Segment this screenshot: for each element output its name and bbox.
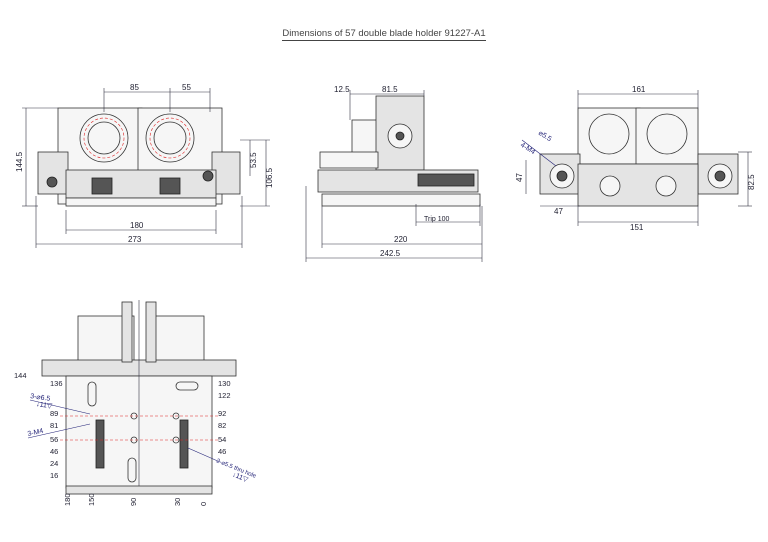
right-note-hole: ⌀5.5 bbox=[537, 130, 553, 143]
side-spindle-core bbox=[395, 131, 405, 141]
side-bracket bbox=[319, 151, 379, 169]
side-dim-top-b: 81.5 bbox=[382, 85, 398, 94]
bottom-right-value-3: 92 bbox=[218, 409, 226, 418]
front-left-knob bbox=[46, 176, 58, 188]
bottom-right-value-1: 130 bbox=[218, 379, 231, 388]
right-base-hole-left bbox=[599, 175, 621, 197]
right-right-spindle bbox=[646, 113, 688, 155]
bottom-right-value-2: 122 bbox=[218, 391, 231, 400]
front-dim-height: 144.5 bbox=[15, 151, 24, 172]
front-left-pcd bbox=[83, 117, 125, 159]
bottom-note-depth-a: ↓11▽ bbox=[36, 401, 54, 410]
title-text: Dimensions of 57 double blade holder 912… bbox=[282, 28, 486, 41]
front-left-bracket bbox=[37, 151, 69, 195]
right-dim-bottom: 151 bbox=[630, 223, 644, 232]
side-dim-mid: 220 bbox=[394, 235, 408, 244]
bottom-base-value-1: 180 bbox=[63, 493, 72, 506]
right-left-flange-core bbox=[556, 170, 568, 182]
front-left-block bbox=[91, 177, 113, 195]
front-dim-bottom-outer: 273 bbox=[128, 235, 142, 244]
front-dim-bottom-inner: 180 bbox=[130, 221, 144, 230]
bottom-left-value-6: 46 bbox=[50, 447, 58, 456]
bottom-slot-center bbox=[127, 457, 137, 483]
bottom-left-value-5: 56 bbox=[50, 435, 58, 444]
right-base bbox=[577, 163, 699, 207]
bottom-slot-left bbox=[87, 381, 97, 407]
bottom-view: 144 136 89 81 56 46 24 16 130 122 92 82 … bbox=[14, 300, 257, 506]
front-right-spindle-inner bbox=[153, 121, 187, 155]
front-dim-right-b: 106.5 bbox=[265, 167, 274, 188]
front-left-spindle-inner bbox=[87, 121, 121, 155]
right-dim-left-h: 47 bbox=[515, 173, 524, 182]
right-base-hole-right bbox=[655, 175, 677, 197]
front-view: 85 55 144.5 53.5 106.5 180 273 bbox=[15, 83, 274, 248]
front-dim-top-right: 55 bbox=[182, 83, 191, 92]
bottom-base-value-2: 150 bbox=[87, 493, 96, 506]
bottom-left-value-2: 136 bbox=[50, 379, 63, 388]
bottom-spring-right bbox=[179, 419, 189, 469]
bottom-left-value-3: 89 bbox=[50, 409, 58, 418]
bottom-note-thread: 3-M4 bbox=[27, 428, 44, 438]
right-dim-bottom-small: 47 bbox=[554, 207, 563, 216]
bottom-right-blade bbox=[145, 301, 157, 363]
right-note-thread: 4-M4 bbox=[519, 142, 536, 156]
side-dim-trip: Trip 100 bbox=[424, 216, 450, 223]
front-rail bbox=[65, 197, 217, 207]
right-view: 161 4-M4 ⌀5.5 47 82.5 47 151 bbox=[515, 85, 756, 232]
bottom-left-value-4: 81 bbox=[50, 421, 58, 430]
bottom-left-value-1: 144 bbox=[14, 371, 27, 380]
bottom-right-value-4: 82 bbox=[218, 421, 226, 430]
bottom-base-value-4: 30 bbox=[173, 498, 182, 506]
right-dim-top: 161 bbox=[632, 85, 646, 94]
side-dim-top-a: 12.5 bbox=[334, 85, 350, 94]
side-dim-total: 242.5 bbox=[380, 249, 401, 258]
right-right-flange-core bbox=[714, 170, 726, 182]
front-right-block bbox=[159, 177, 181, 195]
bottom-left-blade bbox=[121, 301, 133, 363]
bottom-note-hole-a: 3-⌀6.5 bbox=[30, 393, 51, 403]
right-left-spindle bbox=[588, 113, 630, 155]
front-right-bracket bbox=[211, 151, 241, 195]
front-dim-right-a: 53.5 bbox=[249, 152, 258, 168]
drawing-title: Dimensions of 57 double blade holder 912… bbox=[0, 28, 768, 41]
front-right-knob bbox=[202, 170, 214, 182]
bottom-left-value-8: 16 bbox=[50, 471, 58, 480]
front-right-pcd bbox=[149, 117, 191, 159]
bottom-base-value-5: 0 bbox=[199, 502, 208, 506]
bottom-right-value-5: 54 bbox=[218, 435, 226, 444]
bottom-base bbox=[65, 485, 213, 495]
bottom-right-value-6: 46 bbox=[218, 447, 226, 456]
front-base bbox=[65, 169, 217, 199]
bottom-left-value-7: 24 bbox=[50, 459, 58, 468]
bottom-spring-left bbox=[95, 419, 105, 469]
bottom-slot-right bbox=[175, 381, 199, 391]
bottom-base-value-3: 90 bbox=[129, 498, 138, 506]
side-rail bbox=[321, 193, 481, 207]
side-leadscrew bbox=[417, 173, 475, 187]
side-view: 12.5 81.5 Trip 100 220 242.5 bbox=[305, 85, 483, 262]
front-dim-top-left: 85 bbox=[130, 83, 139, 92]
right-dim-right-h: 82.5 bbox=[747, 174, 756, 190]
